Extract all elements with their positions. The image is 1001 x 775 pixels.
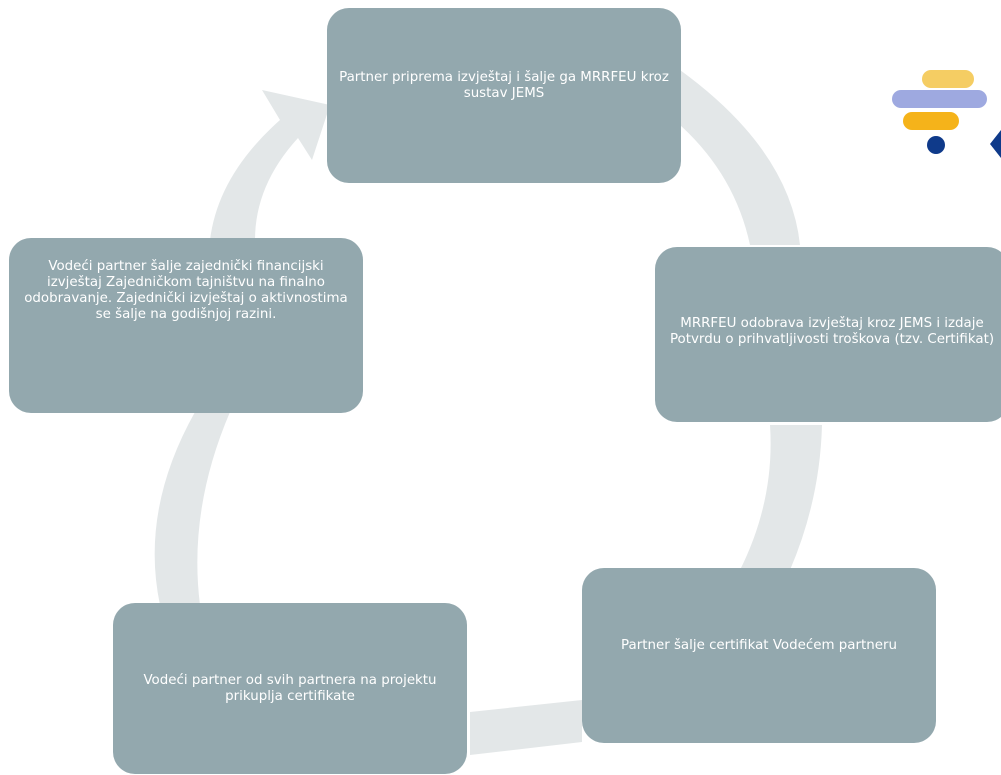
logo-icon [892, 70, 1001, 158]
logo-bar-top [922, 70, 974, 88]
step-text-3: Partner šalje certifikat Vodećem partner… [621, 637, 897, 653]
step-box-1: Partner priprema izvještaj i šalje ga MR… [327, 8, 681, 183]
arrow-segment-3-to-4 [470, 700, 582, 755]
step-text-1: Partner priprema izvještaj i šalje ga MR… [339, 69, 669, 101]
step-text-2: MRRFEU odobrava izvještaj kroz JEMS i iz… [669, 315, 995, 347]
step-text-5: Vodeći partner šalje zajednički financij… [24, 258, 348, 322]
step-box-3: Partner šalje certifikat Vodećem partner… [582, 568, 936, 743]
step-text-4: Vodeći partner od svih partnera na proje… [143, 672, 437, 704]
step-box-5: Vodeći partner šalje zajednički financij… [9, 238, 363, 413]
step-box-2: MRRFEU odobrava izvještaj kroz JEMS i iz… [655, 247, 1001, 422]
arrow-segment-1-to-2 [680, 70, 800, 245]
step-box-4: Vodeći partner od svih partnera na proje… [113, 603, 467, 774]
logo-bar-middle [892, 90, 987, 108]
logo-chevron [990, 130, 1001, 158]
logo-bar-bottom [903, 112, 959, 130]
logo-dot [927, 136, 945, 154]
arrow-segment-5-to-1 [210, 90, 330, 240]
arrow-segment-4-to-5 [154, 412, 230, 605]
arrow-segment-2-to-3 [740, 425, 822, 570]
